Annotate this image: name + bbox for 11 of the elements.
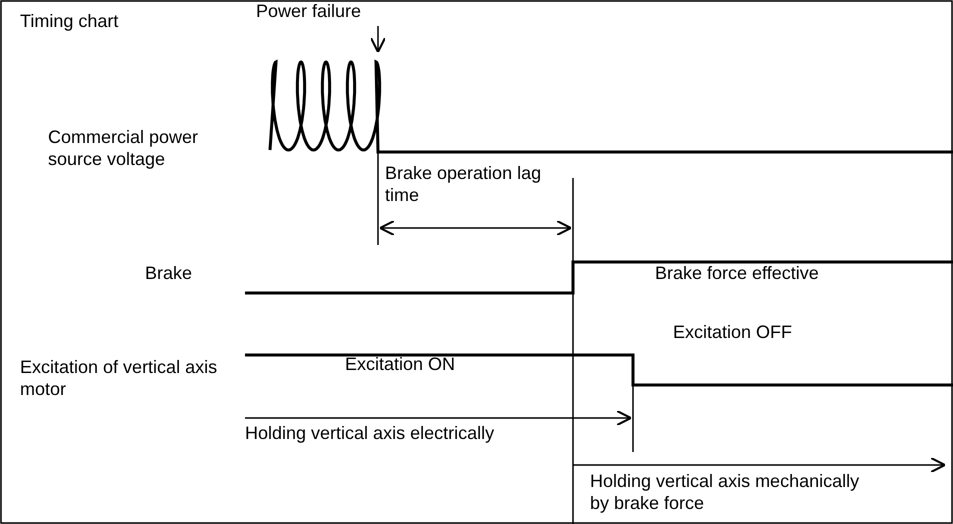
state-label: Brake force effective [655,262,819,284]
signal-label: Brake [145,262,192,284]
chart-title: Timing chart [20,10,118,32]
annotation-text: Holding vertical axis mechanically by brake force [590,470,860,514]
state-label: Excitation ON [345,353,456,375]
signal-label: Excitation of vertical axis motor [20,356,218,400]
annotation-text: Brake operation lag time [385,162,542,206]
annotation-text: Holding vertical axis electrically [245,422,494,444]
event-label: Power failure [256,0,362,22]
signal-label: Commercial power source voltage [48,126,200,170]
state-label: Excitation OFF [673,321,792,343]
